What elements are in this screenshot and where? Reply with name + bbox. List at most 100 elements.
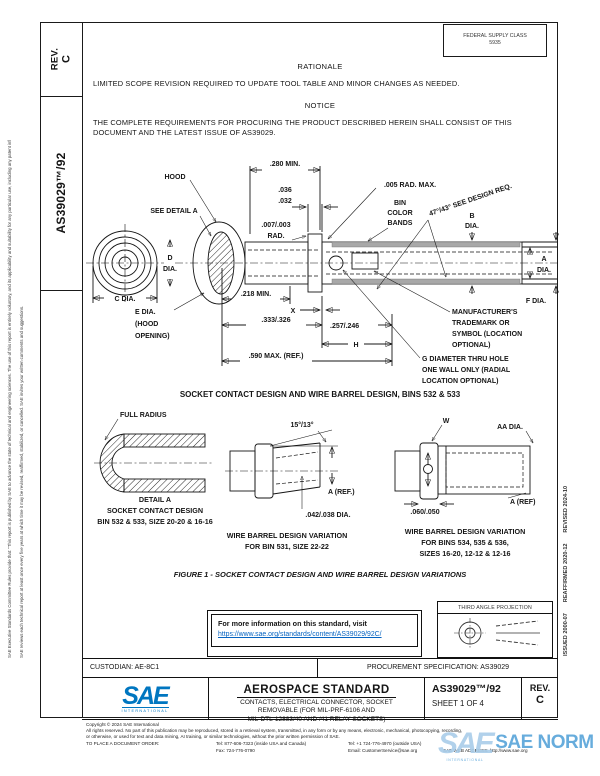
dimension-graphics	[93, 170, 556, 361]
rights-line-1: All rights reserved. No part of this pub…	[86, 728, 463, 733]
label-dim-036: .036	[278, 187, 292, 194]
label-see-detail-a: SEE DETAIL A	[150, 208, 197, 215]
web-line: SAE WEB ADDRESS: http://www.sae.org	[443, 748, 528, 753]
variation1-caption-1: WIRE BARREL DESIGN VARIATION	[227, 531, 348, 540]
figure-1-drawing: .280 MIN. HOOD SEE DETAIL A .036 .032 .0…	[86, 161, 560, 579]
variation2-view	[394, 424, 533, 504]
label-rad-007: .007/.003	[261, 222, 290, 229]
more-info-box: For more information on this standard, v…	[207, 610, 422, 657]
label-a-dia-1: A	[541, 256, 546, 263]
variation2-caption-2: FOR BINS 534, 535 & 536,	[421, 538, 509, 547]
label-h: H	[353, 342, 358, 349]
sae-logo-cell: SAE INTERNATIONAL	[82, 678, 209, 719]
doc-number-vertical: AS39029™/92	[54, 152, 68, 234]
more-info-text: For more information on this standard, v…	[218, 619, 367, 628]
label-dim-218: .218 MIN.	[241, 291, 271, 298]
left-strip-divider	[82, 22, 83, 718]
rev-cell-label: REV.	[529, 683, 551, 693]
custodian-row: CUSTODIAN: AE-8C1 PROCUREMENT SPECIFICAT…	[82, 658, 558, 678]
variation1-view	[225, 429, 338, 509]
label-d-dia-1: D	[167, 255, 172, 262]
label-c-dia: C DIA.	[115, 296, 136, 303]
label-full-radius: FULL RADIUS	[120, 412, 167, 419]
label-mfr-1: MANUFACTURER'S	[452, 309, 518, 316]
label-mfr-2: TRADEMARK OR	[452, 320, 510, 327]
standard-title-line3: MIL-DTL-12883/40 AND /41 RELAY SOCKETS)	[247, 715, 386, 723]
label-rad-007-suffix: RAD.	[267, 233, 284, 240]
watermark-sae-subtext: INTERNATIONAL	[446, 758, 484, 762]
tel-inside: Tel: 877-606-7323 (inside USA and Canada…	[216, 741, 307, 746]
standard-url-link[interactable]: https://www.sae.org/standards/content/AS…	[218, 631, 382, 638]
label-hood: HOOD	[165, 174, 186, 181]
detail-a-caption-1: DETAIL A	[139, 495, 171, 504]
label-a-dia-2: DIA.	[537, 267, 551, 274]
sae-logo: SAE	[122, 681, 169, 710]
left-margin-note-1: SAE Executive Standards Committee Rules …	[7, 140, 12, 658]
detail-a-view	[94, 418, 213, 493]
standard-title-cell: AEROSPACE STANDARD CONTACTS, ELECTRICAL …	[209, 678, 425, 723]
label-e-dia-2: (HOOD	[135, 321, 158, 328]
doc-number: AS39029™/92	[432, 683, 501, 695]
variation2-caption-1: WIRE BARREL DESIGN VARIATION	[405, 527, 526, 536]
label-b-dia-2: DIA.	[465, 223, 479, 230]
federal-supply-class-box: FEDERAL SUPPLY CLASS 5935	[443, 24, 547, 57]
detail-a-caption-3: BIN 532 & 533, SIZE 20-20 & 16-16	[97, 517, 212, 526]
rev-tab: REV. C	[40, 22, 82, 97]
label-x: X	[291, 308, 296, 315]
standard-title-line1: CONTACTS, ELECTRICAL CONNECTOR, SOCKET	[240, 699, 393, 706]
order-label: TO PLACE A DOCUMENT ORDER:	[86, 741, 160, 746]
custodian-cell: CUSTODIAN: AE-8C1	[82, 659, 318, 677]
doc-number-tab: AS39029™/92	[40, 96, 82, 291]
federal-supply-class-code: 5935	[489, 39, 501, 46]
detail-a-caption-2: SOCKET CONTACT DESIGN	[107, 506, 203, 515]
rev-cell-value: C	[536, 694, 544, 706]
label-b-dia-1: B	[469, 213, 474, 220]
label-dim-280: .280 MIN.	[270, 161, 300, 168]
label-rad-005: .005 RAD. MAX.	[384, 182, 436, 189]
label-e-dia-1: E DIA.	[135, 309, 156, 316]
left-margin-note-2-strip: SAE reviews each technical report at lea…	[17, 140, 29, 660]
notice-heading: NOTICE	[304, 101, 336, 110]
rights-line-2: or otherwise, or used for text and data …	[86, 734, 340, 739]
standard-title-line2: REMOVABLE (FOR MIL-PRF-6106 AND	[257, 707, 376, 715]
sae-logo-subtext: INTERNATIONAL	[121, 706, 169, 713]
socket-side-view	[175, 221, 558, 305]
label-bin-3: BANDS	[388, 220, 413, 227]
label-aa-dia: AA DIA.	[497, 424, 523, 431]
label-mfr-4: OPTIONAL)	[452, 342, 491, 349]
label-dim-060: .060/.050	[410, 509, 439, 516]
label-g-3: LOCATION OPTIONAL)	[422, 378, 498, 385]
standard-type: AEROSPACE STANDARD	[237, 684, 396, 698]
label-a-ref-1: A (REF.)	[328, 489, 355, 496]
footer-legal: Copyright © 2024 SAE International All r…	[86, 722, 558, 754]
label-dim-257: .257/.246	[330, 323, 359, 330]
footer-spacer	[86, 748, 216, 754]
variation1-caption-2: FOR BIN 531, SIZE 22-22	[245, 542, 329, 551]
section-heading: SOCKET CONTACT DESIGN AND WIRE BARREL DE…	[180, 390, 461, 399]
left-margin-note-1-strip: SAE Executive Standards Committee Rules …	[5, 140, 17, 660]
rev-label: REV.	[49, 47, 61, 71]
rev-value: C	[60, 55, 73, 63]
label-dim-032: .032	[278, 198, 292, 205]
figure-caption: FIGURE 1 - SOCKET CONTACT DESIGN AND WIR…	[174, 570, 467, 579]
doc-number-cell: AS39029™/92 SHEET 1 OF 4	[425, 678, 522, 719]
label-mfr-3: SYMBOL (LOCATION	[452, 331, 522, 338]
sheet-number: SHEET 1 OF 4	[432, 699, 484, 708]
rationale-heading: RATIONALE	[297, 62, 343, 71]
tel-outside: Tel: +1 724-776-4970 (outside USA)	[348, 741, 422, 746]
label-angle-15-13: 15°/13°	[290, 421, 313, 429]
rev-tab-text: REV. C	[50, 48, 73, 71]
variation2-caption-3: SIZES 16-20, 12-12 & 12-16	[419, 549, 510, 558]
label-dim-333: .333/.326	[261, 317, 290, 324]
copyright-line: Copyright © 2024 SAE International	[86, 722, 159, 727]
third-angle-projection-icon	[454, 618, 540, 648]
federal-supply-class-label: FEDERAL SUPPLY CLASS	[463, 33, 527, 39]
label-f-dia: F DIA.	[526, 298, 546, 305]
title-block: SAE INTERNATIONAL AEROSPACE STANDARD CON…	[82, 678, 558, 723]
third-angle-projection-box: THIRD ANGLE PROJECTION	[437, 601, 553, 658]
label-bin-1: BIN	[394, 200, 406, 207]
label-e-dia-3: OPENING)	[135, 333, 170, 340]
label-g-1: G DIAMETER THRU HOLE	[422, 356, 509, 363]
label-bin-2: COLOR	[387, 210, 412, 217]
